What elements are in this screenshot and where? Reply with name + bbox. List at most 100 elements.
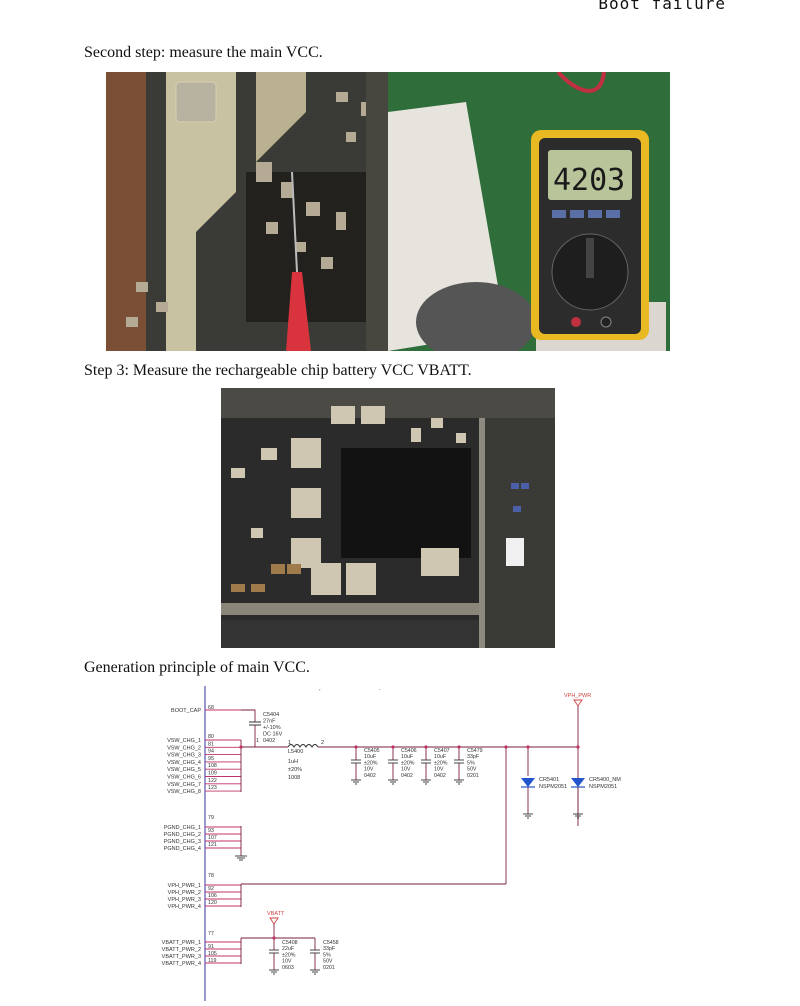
inductor-spec: ±20% xyxy=(288,767,302,773)
cap-label: ±20% xyxy=(434,760,448,766)
cap-label: 0402 xyxy=(434,773,446,779)
net-label: VBATT_PWR_4 xyxy=(162,961,201,967)
net-label: VSW_CHG_1 xyxy=(167,738,201,744)
pin-number: 68 xyxy=(208,705,214,711)
net-label: VSW_CHG_3 xyxy=(167,753,201,759)
inductor-spec: 1008 xyxy=(288,775,300,781)
inductor-pin: 2 xyxy=(321,740,324,746)
pin-number: 120 xyxy=(208,900,217,906)
cap-pin: 1 xyxy=(256,738,259,744)
svg-text:.: . xyxy=(379,686,381,692)
pin-number: 91 xyxy=(208,944,214,950)
cap-label: C5407 xyxy=(434,748,450,754)
cap-label: 5% xyxy=(467,760,475,766)
photo-charge-chip xyxy=(221,388,555,648)
inductor-pin: 1 xyxy=(288,740,291,746)
pin-number: 92 xyxy=(208,886,214,892)
principle-heading: Generation principle of main VCC. xyxy=(84,659,310,676)
c5404-label: C5404 xyxy=(263,712,279,718)
cap-label: 10V xyxy=(434,767,444,773)
cap-label: 0603 xyxy=(282,965,294,971)
net-label: VSW_CHG_5 xyxy=(167,767,201,773)
pin-number: 95 xyxy=(208,756,214,762)
cap-label: ±20% xyxy=(364,760,378,766)
pin-number: 106 xyxy=(208,893,217,899)
photo-board-multimeter: 4203 xyxy=(106,72,670,351)
step-2-heading: Second step: measure the main VCC. xyxy=(84,44,323,61)
net-label: VBATT_PWR_1 xyxy=(162,940,201,946)
net-label: PGND_CHG_2 xyxy=(164,832,201,838)
net-label: VBATT_PWR_3 xyxy=(162,954,201,960)
cap-label: ±20% xyxy=(401,760,415,766)
cap-label: C5458 xyxy=(323,940,339,946)
cap-label: C5479 xyxy=(467,748,483,754)
pin-number: 80 xyxy=(208,734,214,740)
net-label: VSW_CHG_2 xyxy=(167,745,201,751)
vcc-schematic: BOOT_CAPVSW_CHG_1VSW_CHG_2VSW_CHG_3VSW_C… xyxy=(162,686,621,1001)
net-label: VSW_CHG_4 xyxy=(167,760,201,766)
step-3-heading: Step 3: Measure the rechargeable chip ba… xyxy=(84,362,472,379)
net-label: PGND_CHG_3 xyxy=(164,839,201,845)
pin-number: 109 xyxy=(208,771,217,777)
diode-label: NSPM2051 xyxy=(539,784,567,790)
c5404-label: +/-10% xyxy=(263,725,281,731)
inductor-spec: 1uH xyxy=(288,759,298,765)
header-title: Boot failure xyxy=(598,0,726,13)
cap-label: 0402 xyxy=(364,773,376,779)
pin-number: 94 xyxy=(208,749,214,755)
c5404-label: DC 16V xyxy=(263,732,283,738)
cap-label: 50V xyxy=(467,767,477,773)
cap-label: C5405 xyxy=(364,748,380,754)
pin-number: 119 xyxy=(208,958,216,964)
c5404-label: 27nF xyxy=(263,719,276,725)
net-label: PGND_CHG_1 xyxy=(164,825,201,831)
diode-label: NSPM2051 xyxy=(589,784,617,790)
cap-label: 10V xyxy=(364,767,374,773)
cap-label: 22uF xyxy=(282,946,295,952)
cap-label: C5408 xyxy=(282,940,298,946)
svg-text:VBATT: VBATT xyxy=(267,911,285,917)
pin-number: 122 xyxy=(208,778,217,784)
net-label: BOOT_CAP xyxy=(171,708,201,714)
inductor-ref: L5400 xyxy=(288,749,303,755)
cap-label: ±20% xyxy=(282,952,296,958)
pin-number: 77 xyxy=(208,931,214,937)
cap-label: C5406 xyxy=(401,748,417,754)
cap-label: 5% xyxy=(323,952,331,958)
multimeter-reading: 4203 xyxy=(553,163,625,198)
c5404-label: 0402 xyxy=(263,738,275,744)
cap-label: 0201 xyxy=(467,773,479,779)
pin-number: 105 xyxy=(208,951,217,957)
cap-label: 10uF xyxy=(364,754,377,760)
net-label: VSW_CHG_7 xyxy=(167,782,201,788)
svg-text:VPH_PWR: VPH_PWR xyxy=(564,693,591,699)
cap-label: 50V xyxy=(323,959,333,965)
net-label: VSW_CHG_6 xyxy=(167,775,201,781)
net-label: VPH_PWR_2 xyxy=(168,890,201,896)
pin-number: 123 xyxy=(208,785,217,791)
net-label: VBATT_PWR_2 xyxy=(162,947,201,953)
net-label: VPH_PWR_3 xyxy=(168,897,201,903)
diode-label: CR5401 xyxy=(539,777,559,783)
pin-number: 108 xyxy=(208,763,217,769)
cap-label: 10V xyxy=(282,959,292,965)
cap-label: 10uF xyxy=(434,754,447,760)
cap-label: 10uF xyxy=(401,754,414,760)
pin-number: 121 xyxy=(208,842,217,848)
pin-number: 79 xyxy=(208,815,214,821)
pin-number: 81 xyxy=(208,741,214,747)
pin-number: 78 xyxy=(208,873,214,879)
svg-text:,: , xyxy=(319,686,321,692)
cap-label: 0201 xyxy=(323,965,335,971)
cap-label: 0402 xyxy=(401,773,413,779)
net-label: VPH_PWR_4 xyxy=(168,904,201,910)
net-label: VPH_PWR_1 xyxy=(168,883,201,889)
cap-label: 10V xyxy=(401,767,411,773)
diode-label: CR5400_NM xyxy=(589,777,621,783)
pin-number: 93 xyxy=(208,828,214,834)
pin-number: 107 xyxy=(208,835,217,841)
cap-label: 33pF xyxy=(323,946,336,952)
net-label: PGND_CHG_4 xyxy=(164,846,201,852)
net-label: VSW_CHG_8 xyxy=(167,789,201,795)
cap-label: 33pF xyxy=(467,754,480,760)
